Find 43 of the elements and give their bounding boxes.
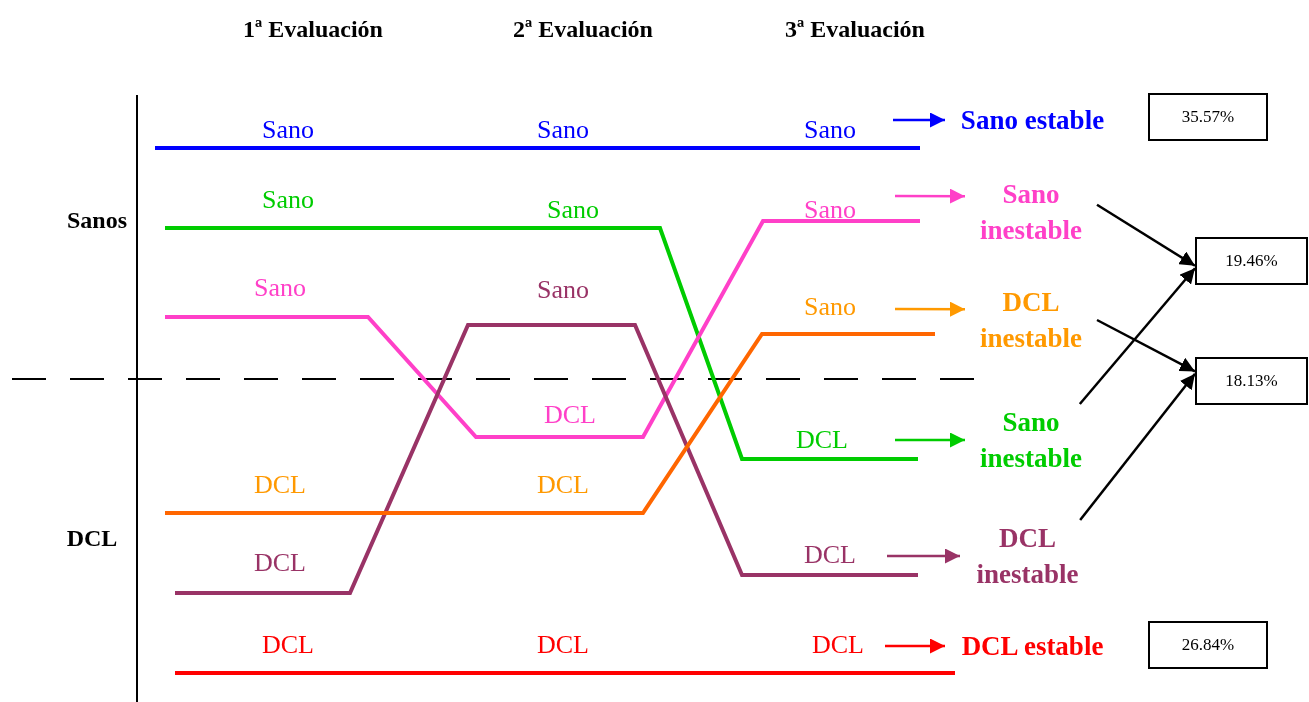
state-label: Sano [804, 292, 856, 322]
column-heading: 3ª Evaluación [785, 15, 925, 44]
state-label: DCL [537, 630, 589, 660]
outcome-label: DCL inestable [965, 284, 1097, 356]
state-label: Sano [804, 195, 856, 225]
row-label: Sanos [67, 206, 127, 235]
state-label: DCL [262, 630, 314, 660]
state-label: Sano [804, 115, 856, 145]
row-label: DCL [66, 524, 118, 553]
column-heading: 1ª Evaluación [243, 15, 383, 44]
state-label: Sano [262, 185, 314, 215]
percentage-box: 19.46% [1195, 237, 1308, 285]
arrow [895, 301, 965, 317]
arrow [1079, 373, 1196, 521]
state-label: Sano [254, 273, 306, 303]
state-label: Sano [537, 275, 589, 305]
state-label: DCL [544, 400, 596, 430]
state-label: DCL [254, 470, 306, 500]
arrow [1096, 318, 1196, 373]
arrow [895, 188, 965, 204]
outcome-label: Sano estable [945, 102, 1120, 138]
arrow [1096, 203, 1196, 267]
outcome-label: Sano inestable [965, 176, 1097, 248]
state-label: DCL [812, 630, 864, 660]
percentage-box: 18.13% [1195, 357, 1308, 405]
outcome-label: Sano inestable [965, 404, 1097, 476]
state-label: Sano [547, 195, 599, 225]
arrow [887, 548, 960, 564]
arrow [895, 432, 965, 448]
column-heading: 2ª Evaluación [513, 15, 653, 44]
state-label: DCL [537, 470, 589, 500]
state-label: DCL [796, 425, 848, 455]
outcome-label: DCL estable [945, 628, 1120, 664]
outcome-label: DCL inestable [960, 520, 1095, 592]
percentage-box: 26.84% [1148, 621, 1268, 669]
state-label: DCL [254, 548, 306, 578]
state-label: Sano [537, 115, 589, 145]
arrow [1078, 267, 1196, 405]
arrow [885, 638, 945, 654]
state-label: Sano [262, 115, 314, 145]
percentage-box: 35.57% [1148, 93, 1268, 141]
state-label: DCL [804, 540, 856, 570]
arrow [893, 112, 945, 128]
